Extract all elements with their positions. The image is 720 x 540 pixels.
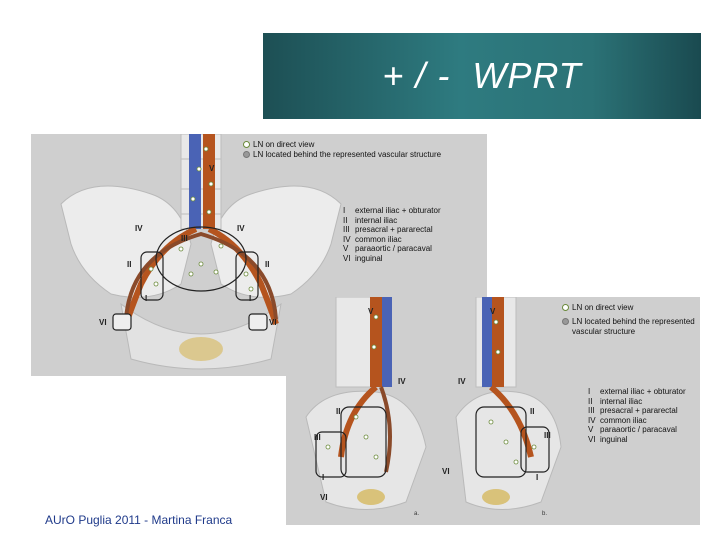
legend-item: LN located behind the represented vascul…: [243, 150, 441, 160]
panel-label-a: a.: [414, 511, 420, 517]
panel-label-b: b.: [542, 511, 548, 517]
anatomy-label: IV: [458, 377, 466, 386]
anatomy-label: II: [336, 407, 341, 416]
legend-item: LN located behind the represented: [562, 317, 695, 327]
anatomy-label: IV: [237, 224, 245, 233]
anatomy-label: VI: [320, 493, 328, 502]
anatomy-label: IV: [398, 377, 406, 386]
anatomy-label: III: [544, 431, 551, 440]
pelvis-diagram-frontal: LN on direct view LN located behind the …: [31, 134, 487, 376]
anatomy-label: II: [530, 407, 535, 416]
anatomy-label: II: [127, 260, 132, 269]
open-dot-icon: [562, 304, 569, 312]
anatomy-label: VI: [269, 318, 277, 327]
pelvis-frontal-illustration: [60, 134, 342, 370]
slide-title-bar: + / - WPRT: [263, 33, 701, 119]
slide-footer: AUrO Puglia 2011 - Martina Franca: [45, 513, 233, 527]
anatomy-label: V: [490, 307, 496, 316]
anatomy-label: V: [209, 164, 215, 173]
open-dot-icon: [243, 141, 250, 149]
anatomy-label: VI: [442, 467, 450, 476]
anatomy-label: I: [249, 294, 252, 303]
anatomy-label: V: [368, 307, 374, 316]
anatomy-label: I: [145, 294, 148, 303]
anatomy-label: III: [181, 234, 188, 243]
anatomy-label: I: [536, 473, 539, 482]
slide-title: + / - WPRT: [382, 55, 582, 96]
anatomy-label: I: [322, 473, 325, 482]
legend-figure-1: LN on direct view LN located behind the …: [243, 140, 441, 160]
gray-dot-icon: [243, 151, 250, 159]
anatomy-label: VI: [99, 318, 107, 327]
anatomy-label: III: [314, 433, 321, 442]
legend-item: LN on direct view: [562, 303, 695, 313]
legend-item: LN on direct view: [243, 140, 441, 150]
gray-dot-icon: [562, 318, 569, 326]
anatomy-label: II: [265, 260, 270, 269]
anatomy-label: IV: [135, 224, 143, 233]
legend-item: vascular structure: [572, 327, 636, 336]
pelvis-lateral-illustration: [305, 297, 562, 510]
pelvis-diagram-lateral: LN on direct view LN located behind the …: [286, 297, 700, 525]
legend-figure-2: LN on direct view LN located behind the …: [562, 303, 695, 337]
